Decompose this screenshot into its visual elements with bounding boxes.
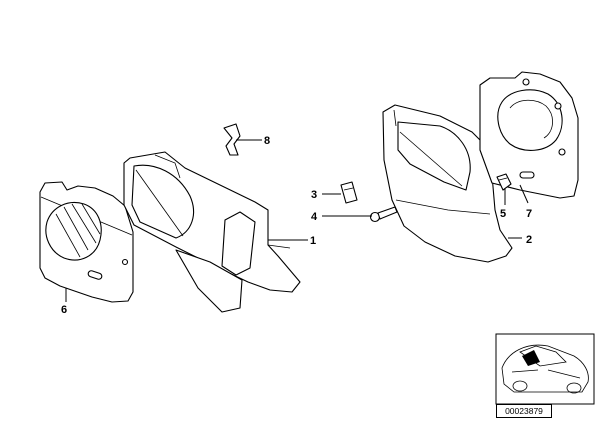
callout-7: 7 (526, 208, 532, 220)
callout-5: 5 (500, 208, 506, 220)
callout-3: 3 (311, 189, 317, 201)
part-4-screw (369, 206, 398, 223)
callout-4: 4 (311, 211, 318, 223)
car-inset-thumbnail (495, 333, 595, 405)
callout-6: 6 (61, 304, 67, 316)
reference-number: 00023879 (496, 404, 552, 418)
callout-8: 8 (264, 135, 270, 147)
part-1-trim-panel (123, 151, 301, 313)
part-7-mounting-panel (479, 71, 579, 199)
callout-2: 2 (526, 234, 532, 246)
leader-7 (519, 184, 529, 204)
leader-lines (65, 139, 529, 302)
callout-1: 1 (310, 235, 316, 247)
part-6-speaker-cover (39, 181, 134, 303)
part-8-clip (223, 123, 241, 156)
part-5-clip (496, 173, 512, 191)
callout-labels: 8 1 3 4 5 7 2 6 (61, 135, 532, 316)
part-3-clip (340, 181, 358, 204)
